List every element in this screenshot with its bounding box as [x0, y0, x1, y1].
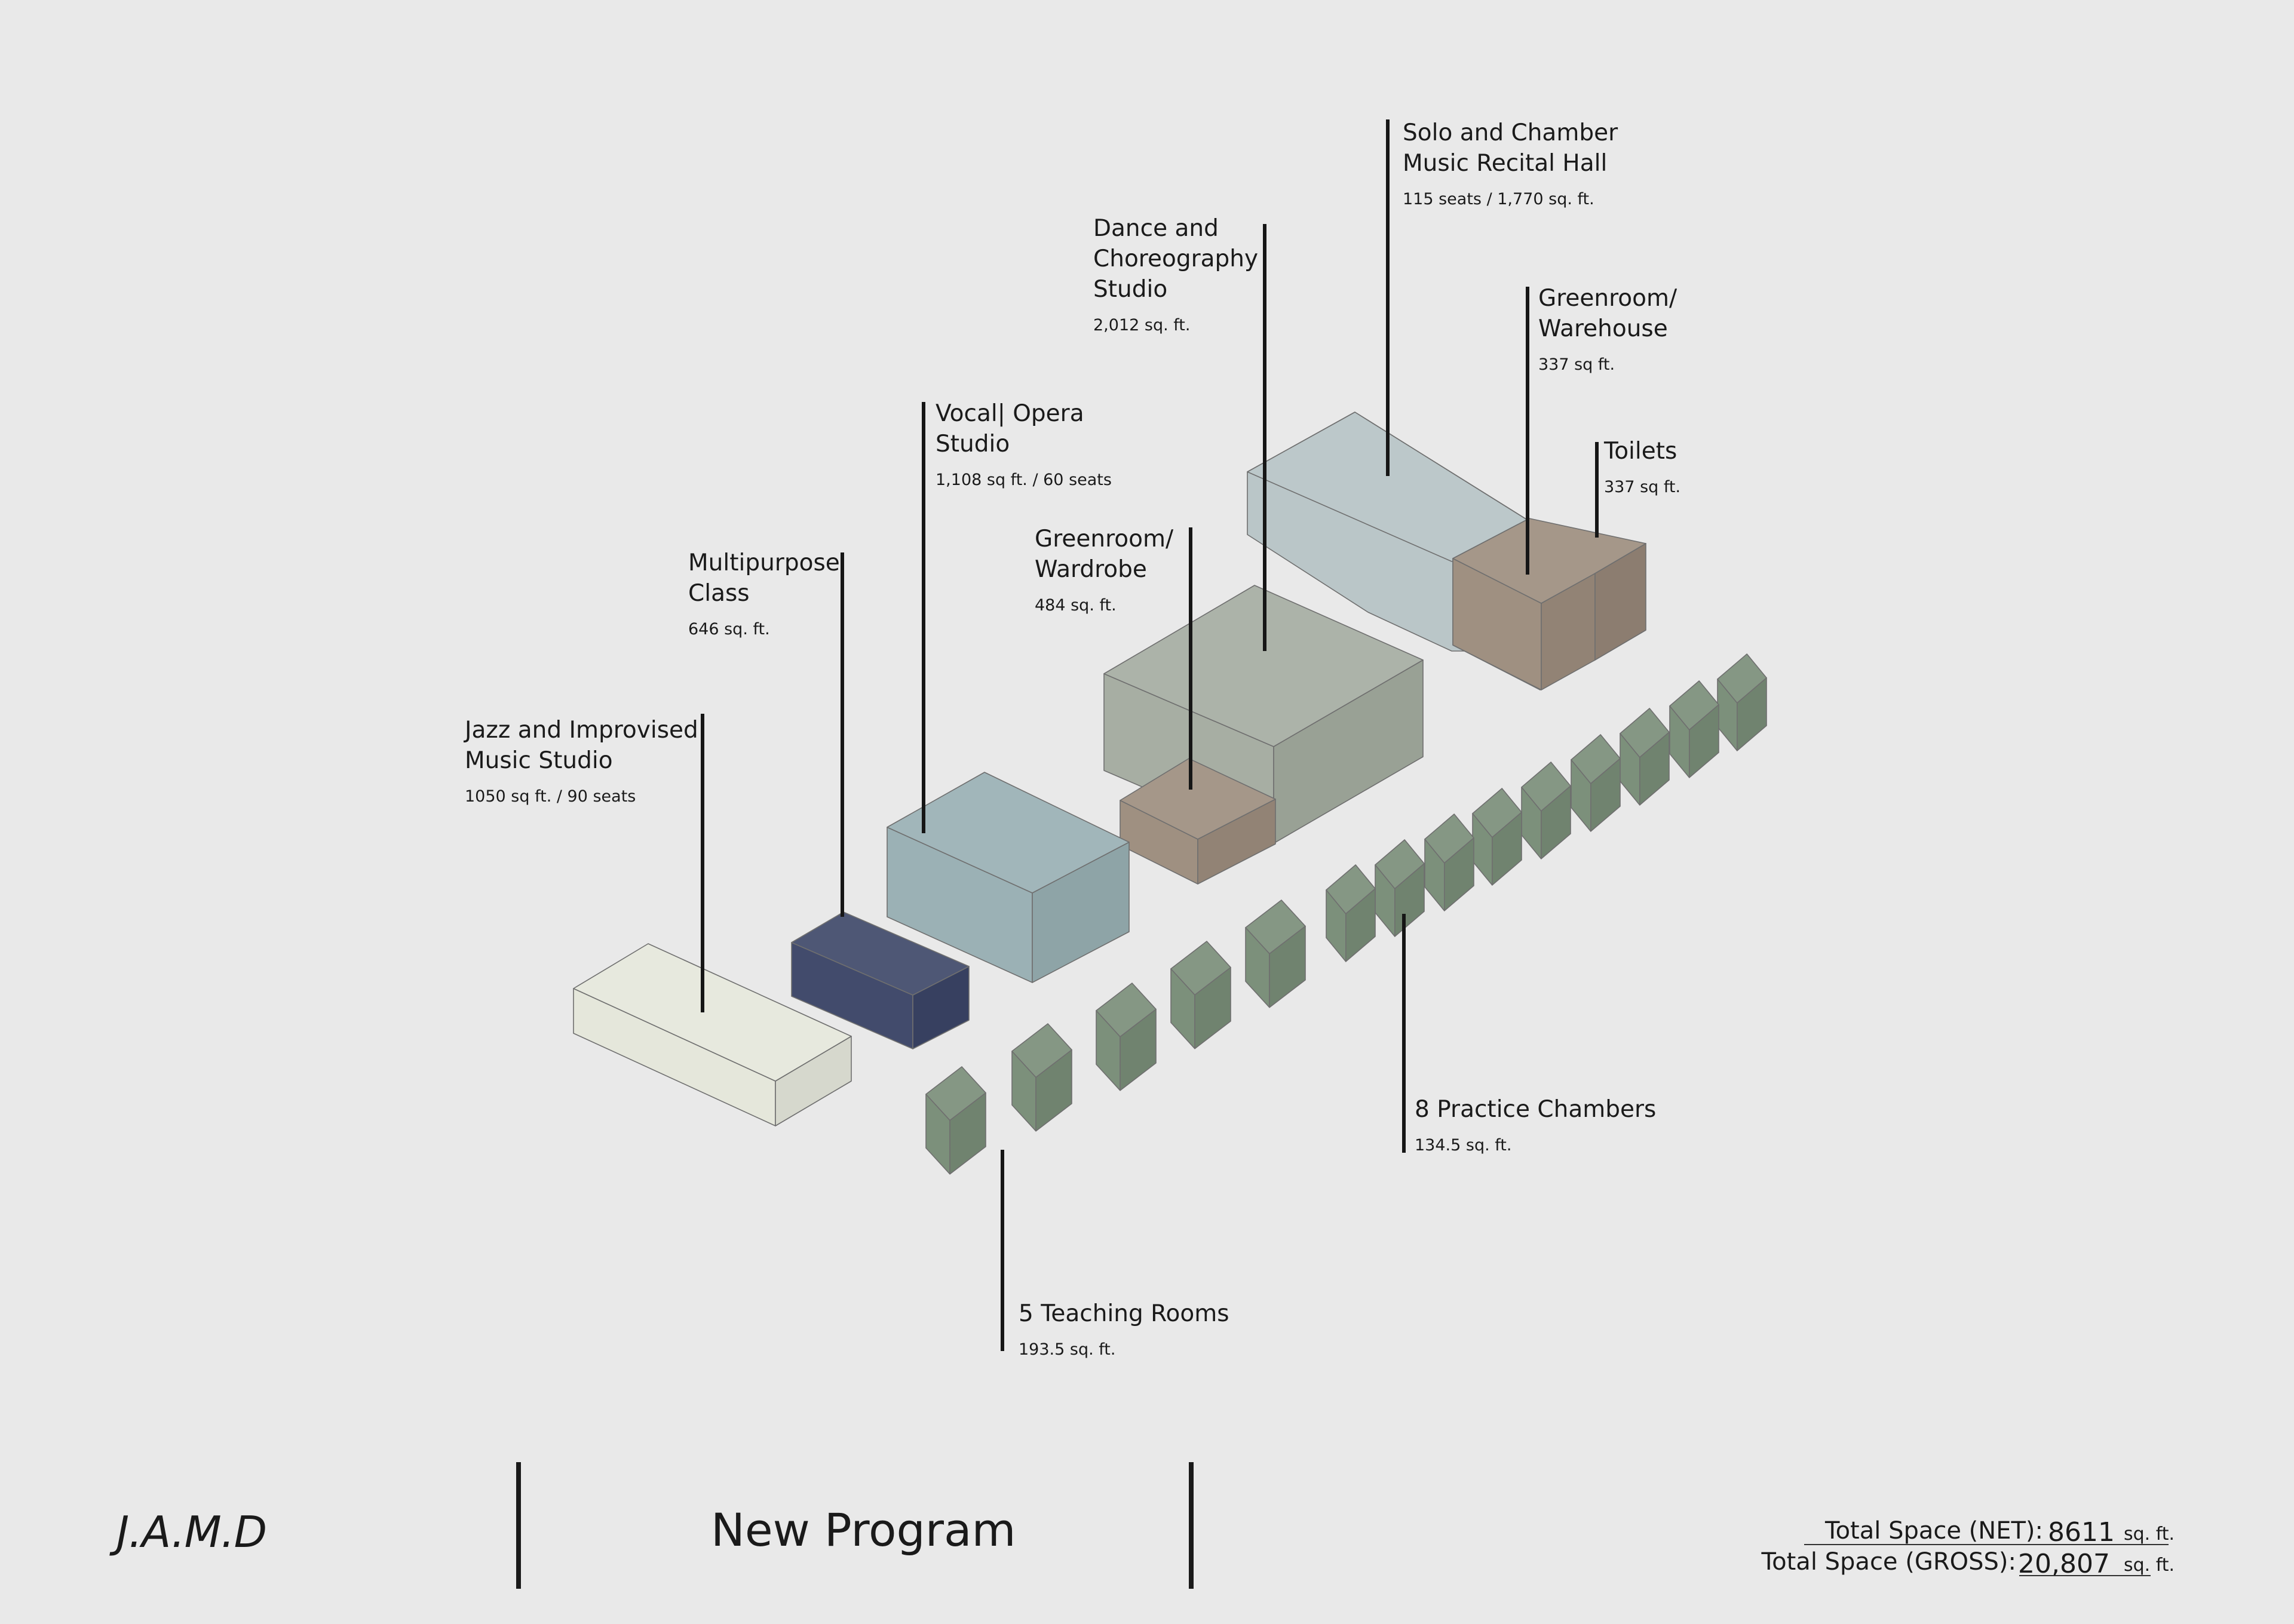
block-face-top: [1717, 653, 1767, 704]
space-name: Warehouse: [1538, 315, 1668, 342]
block-teaching-room-1: [1011, 1023, 1072, 1132]
block-practice-room-8: [1472, 788, 1522, 886]
space-area: 337 sq ft.: [1604, 478, 1680, 496]
block-face-top: [791, 911, 970, 996]
space-name: Solo and Chamber: [1403, 119, 1618, 146]
space-name: Wardrobe: [1035, 556, 1147, 583]
block-face-top: [1424, 813, 1474, 864]
label-toilets: Toilets 337 sq ft.: [1603, 438, 1680, 496]
block-practice-room-6: [1375, 839, 1425, 937]
gross-total-label: Total Space (GROSS):: [1761, 1548, 2016, 1576]
block-multi: [791, 911, 970, 1049]
footer-divider-left: [516, 1462, 521, 1589]
block-practice-room-10: [1571, 734, 1621, 832]
block-face-top: [1170, 941, 1231, 996]
footer: J.A.M.D New Program Total Space (NET): 8…: [109, 1462, 2175, 1589]
space-area: 1050 sq ft. / 90 seats: [465, 787, 636, 806]
space-name: 5 Teaching Rooms: [1019, 1300, 1229, 1327]
block-face-top: [1375, 839, 1425, 889]
block-face-top: [1521, 762, 1571, 812]
block-face-top: [1245, 900, 1306, 954]
space-name: Greenroom/: [1035, 526, 1174, 552]
space-name: Class: [688, 580, 750, 607]
block-practice-room-9: [1521, 762, 1571, 859]
space-area: 193.5 sq. ft.: [1019, 1340, 1115, 1359]
block-teaching-room-3: [1170, 941, 1231, 1049]
block-face-top: [1326, 864, 1376, 914]
space-name: Music Recital Hall: [1403, 150, 1607, 177]
block-toilets-body: [1452, 518, 1646, 690]
block-face-top: [887, 772, 1130, 894]
block-teaching-room-0: [925, 1066, 986, 1175]
net-total-value: 8611: [2048, 1517, 2115, 1548]
space-area: 646 sq. ft.: [688, 620, 770, 638]
block-face-top: [1120, 758, 1276, 840]
space-name: Toilets: [1603, 438, 1677, 465]
block-face-top: [1472, 788, 1522, 838]
block-practice-room-7: [1424, 813, 1474, 911]
gross-total-value: 20,807: [2018, 1549, 2110, 1579]
label-greenroom-warehouse: Greenroom/Warehouse 337 sq ft.: [1538, 285, 1677, 374]
block-face-top: [1669, 680, 1719, 730]
net-total-label: Total Space (NET):: [1824, 1517, 2043, 1545]
block-face-top: [1011, 1023, 1072, 1078]
block-practice-room-12: [1669, 680, 1719, 778]
block-face-top: [925, 1066, 986, 1121]
label-greenroom-wardrobe: Greenroom/Wardrobe 484 sq. ft.: [1035, 526, 1174, 615]
block-greenroom-wardrobe: [1120, 758, 1276, 885]
space-area: 2,012 sq. ft.: [1093, 316, 1190, 334]
leader-lines: [701, 119, 1599, 1351]
block-face-top: [1571, 734, 1621, 784]
block-teaching-room-4: [1245, 900, 1306, 1008]
block-face-top: [1620, 708, 1670, 758]
net-total-unit: sq. ft.: [2124, 1524, 2175, 1545]
page-title: New Program: [711, 1503, 1016, 1557]
volume-blocks: [573, 412, 1767, 1175]
label-practice: 8 Practice Chambers 134.5 sq. ft.: [1415, 1096, 1656, 1155]
space-area: 134.5 sq. ft.: [1415, 1136, 1511, 1155]
space-name: Choreography: [1093, 245, 1258, 272]
label-teaching: 5 Teaching Rooms 193.5 sq. ft.: [1019, 1300, 1229, 1359]
space-name: Studio: [1093, 276, 1167, 303]
totals-block: Total Space (NET): 8611 sq. ft. Total Sp…: [1761, 1517, 2175, 1579]
space-name: Jazz and Improvised: [463, 717, 698, 744]
footer-divider-right: [1189, 1462, 1194, 1589]
gross-total-unit: sq. ft.: [2124, 1555, 2175, 1576]
space-name: Multipurpose: [688, 549, 840, 576]
space-name: Studio: [936, 431, 1010, 458]
block-practice-room-5: [1326, 864, 1376, 962]
space-name: 8 Practice Chambers: [1415, 1096, 1656, 1123]
space-area: 484 sq. ft.: [1035, 596, 1117, 615]
block-teaching-room-2: [1096, 983, 1157, 1091]
space-name: Music Studio: [465, 747, 613, 774]
block-face-top: [1452, 518, 1646, 604]
block-face-top: [573, 943, 852, 1082]
block-jazz: [573, 943, 852, 1126]
space-name: Dance and: [1093, 215, 1219, 242]
space-area: 1,108 sq ft. / 60 seats: [936, 471, 1112, 489]
space-name: Vocal| Opera: [936, 400, 1084, 427]
block-face-top: [1096, 983, 1157, 1037]
block-practice-room-11: [1620, 708, 1670, 806]
space-area: 337 sq ft.: [1538, 355, 1615, 374]
space-name: Greenroom/: [1538, 285, 1677, 312]
block-face-top: [1103, 585, 1424, 747]
block-practice-room-13: [1717, 653, 1767, 751]
space-area: 115 seats / 1,770 sq. ft.: [1403, 190, 1594, 208]
logo: J.A.M.D: [109, 1507, 266, 1557]
block-vocal: [887, 772, 1130, 983]
